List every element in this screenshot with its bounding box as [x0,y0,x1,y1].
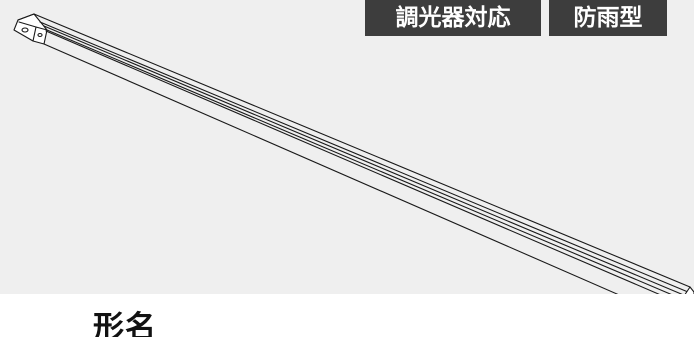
section-heading: 形名 [93,310,157,337]
rainproof-badge: 防雨型 [549,0,667,36]
bottom-strip: 形名 [0,294,694,337]
dimmable-badge: 調光器対応 [365,0,541,36]
